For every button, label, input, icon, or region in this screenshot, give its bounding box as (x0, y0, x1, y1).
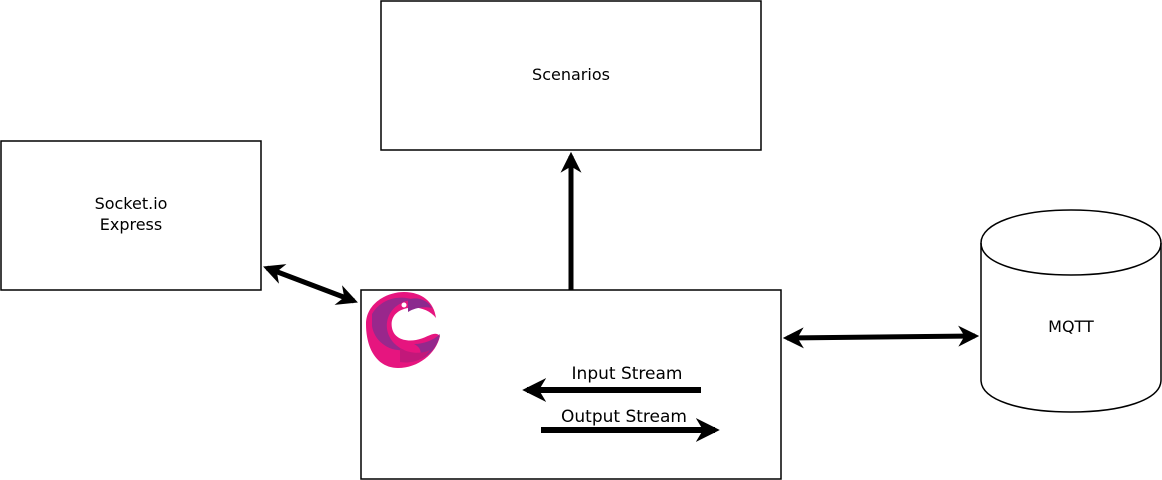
mqtt-label: MQTT (1048, 317, 1094, 336)
express-label: Express (100, 215, 162, 234)
scenarios-node: Scenarios (380, 0, 762, 151)
core-mqtt-bidirectional-arrow (782, 325, 980, 349)
socket-core-bidirectional-arrow (263, 264, 358, 305)
socket-io-label: Socket.io (95, 194, 168, 213)
output-stream-label: Output Stream (561, 407, 687, 427)
socket-express-node: Socket.io Express (0, 140, 262, 291)
mqtt-node: MQTT (980, 209, 1162, 413)
input-stream-label: Input Stream (572, 364, 683, 384)
reactivex-logo-icon (366, 292, 440, 368)
scenarios-label: Scenarios (532, 65, 610, 84)
core-stream-node: Input Stream Output Stream (360, 289, 782, 480)
